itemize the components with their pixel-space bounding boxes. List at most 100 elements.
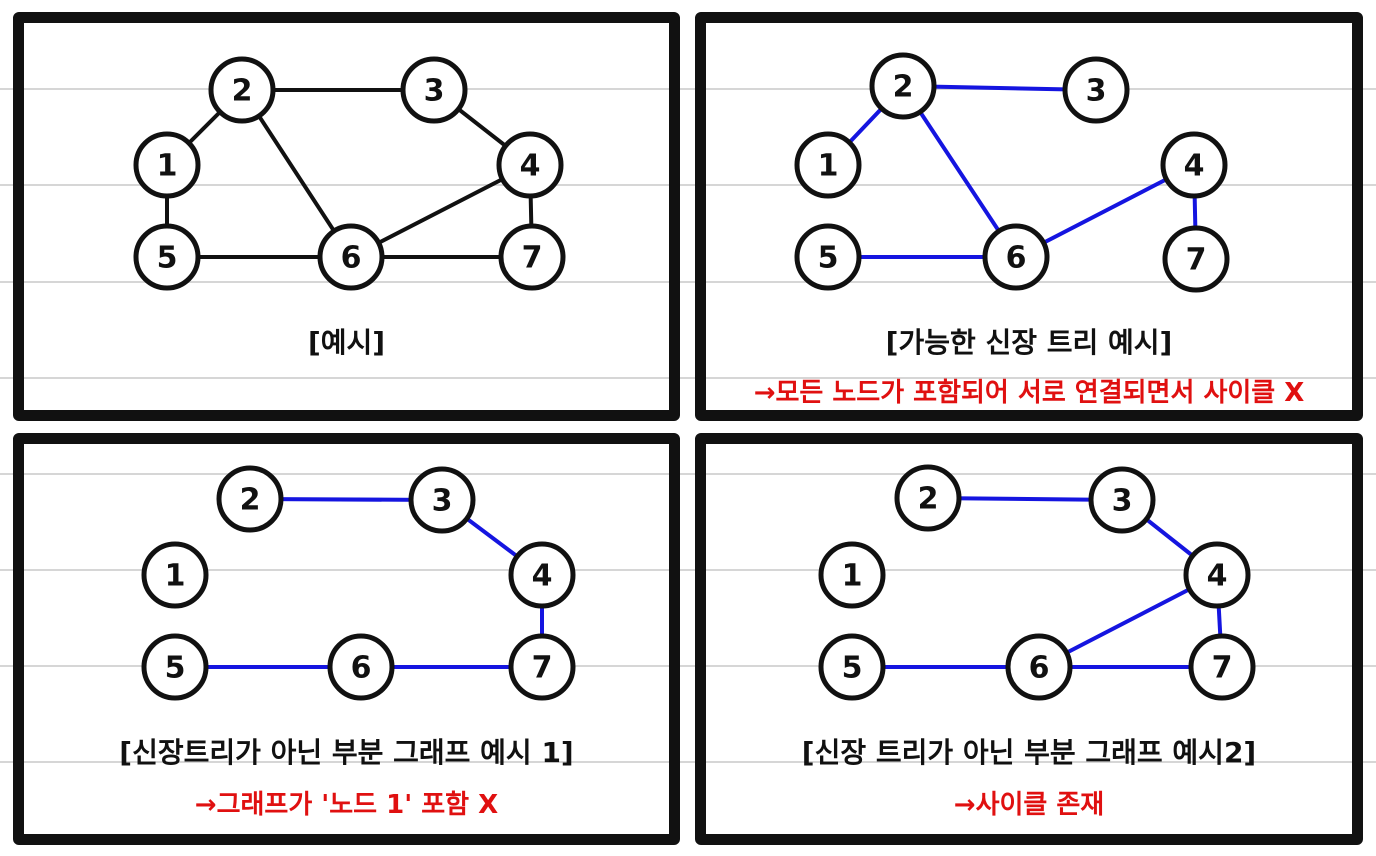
node-label: 5 (842, 651, 863, 686)
node-circle (327, 633, 395, 701)
node-circle (133, 131, 201, 199)
node-3: 3 (1088, 466, 1156, 534)
node-circle (1088, 466, 1156, 534)
node-circle (794, 131, 862, 199)
node-label: 5 (165, 651, 186, 686)
node-label: 7 (1186, 243, 1207, 278)
node-1: 1 (141, 541, 209, 609)
node-label: 3 (432, 484, 453, 519)
node-label: 2 (232, 74, 253, 109)
node-circle (216, 465, 284, 533)
node-5: 5 (794, 223, 862, 291)
node-circle (894, 464, 962, 532)
edge-2-6 (901, 84, 1018, 259)
node-circle (1188, 633, 1256, 701)
node-circle (141, 633, 209, 701)
node-6: 6 (982, 223, 1050, 291)
panel-caption: [예시] (307, 326, 386, 359)
graph-diagram: 1 2 3 4 5 6 7 (141, 465, 576, 701)
node-label: 7 (522, 241, 543, 276)
node-circle (317, 223, 385, 291)
node-circle (400, 56, 468, 124)
node-label: 6 (1006, 241, 1027, 276)
node-label: 3 (424, 74, 445, 109)
node-3: 3 (400, 56, 468, 124)
node-circle (1162, 225, 1230, 293)
node-label: 7 (1212, 651, 1233, 686)
node-label: 1 (157, 149, 178, 184)
node-label: 6 (341, 241, 362, 276)
node-circle (1183, 541, 1251, 609)
node-circle (141, 541, 209, 609)
node-label: 4 (520, 149, 541, 184)
node-label: 4 (1184, 149, 1205, 184)
node-circle (508, 541, 576, 609)
node-1: 1 (818, 541, 886, 609)
node-circle (794, 223, 862, 291)
node-label: 1 (842, 559, 863, 594)
node-circle (869, 52, 937, 120)
panel-caption: [가능한 신장 트리 예시] (885, 326, 1173, 359)
node-7: 7 (508, 633, 576, 701)
node-circle (818, 633, 886, 701)
panel-caption: [신장 트리가 아닌 부분 그래프 예시2] (801, 736, 1257, 769)
panel-spanning-tree-example: 1 2 3 4 5 6 7 [가능한 신장 트리 예시] →모든 노드가 포함되어 서로 연… (695, 12, 1363, 421)
node-label: 5 (157, 241, 178, 276)
node-label: 3 (1086, 74, 1107, 109)
node-4: 4 (508, 541, 576, 609)
node-label: 7 (532, 651, 553, 686)
node-7: 7 (498, 223, 566, 291)
edge-4-6 (349, 163, 532, 259)
node-4: 4 (496, 131, 564, 199)
node-4: 4 (1160, 131, 1228, 199)
node-circle (508, 633, 576, 701)
node-2: 2 (894, 464, 962, 532)
panel-note: →사이클 존재 (953, 790, 1105, 820)
node-circle (1005, 633, 1073, 701)
node-circle (818, 541, 886, 609)
ruled-line (0, 569, 1376, 571)
ruled-line (0, 184, 1376, 186)
graph-diagram: 1 2 3 4 5 6 7 (818, 464, 1256, 701)
node-6: 6 (1005, 633, 1073, 701)
node-3: 3 (1062, 56, 1130, 124)
panel-non-spanning-subgraph-1: 1 2 3 4 5 6 7 [신장트리가 아닌 부분 그래프 예시 1] →그래프가 '노드… (13, 433, 680, 845)
panel-note: →그래프가 '노드 1' 포함 X (194, 790, 499, 820)
ruled-line (0, 88, 1376, 90)
ruled-line (0, 377, 1376, 379)
node-label: 2 (240, 483, 261, 518)
node-7: 7 (1162, 225, 1230, 293)
node-label: 2 (918, 482, 939, 517)
node-label: 6 (1029, 651, 1050, 686)
node-circle (1160, 131, 1228, 199)
node-label: 1 (818, 149, 839, 184)
node-circle (408, 466, 476, 534)
node-circle (982, 223, 1050, 291)
node-5: 5 (818, 633, 886, 701)
node-5: 5 (133, 223, 201, 291)
node-4: 4 (1183, 541, 1251, 609)
graph-diagram: 1 2 3 4 5 6 7 (794, 52, 1230, 293)
node-2: 2 (216, 465, 284, 533)
node-circle (208, 56, 276, 124)
node-label: 2 (893, 70, 914, 105)
node-2: 2 (869, 52, 937, 120)
panel-caption: [신장트리가 아닌 부분 그래프 예시 1] (119, 736, 574, 769)
node-label: 4 (1207, 559, 1228, 594)
node-label: 1 (165, 559, 186, 594)
node-circle (133, 223, 201, 291)
node-3: 3 (408, 466, 476, 534)
ruled-line (0, 665, 1376, 667)
panel-non-spanning-subgraph-2: 1 2 3 4 5 6 7 [신장 트리가 아닌 부분 그래프 예시2] →사이클 존재 (695, 433, 1363, 845)
node-6: 6 (317, 223, 385, 291)
panel-note: →모든 노드가 포함되어 서로 연결되면서 사이클 X (753, 378, 1305, 408)
node-7: 7 (1188, 633, 1256, 701)
node-label: 3 (1112, 484, 1133, 519)
node-1: 1 (794, 131, 862, 199)
node-label: 6 (351, 651, 372, 686)
node-circle (498, 223, 566, 291)
node-5: 5 (141, 633, 209, 701)
node-6: 6 (327, 633, 395, 701)
panel-example-graph: 1 2 3 4 5 6 7 [예시] (13, 12, 680, 421)
ruled-line (0, 761, 1376, 763)
